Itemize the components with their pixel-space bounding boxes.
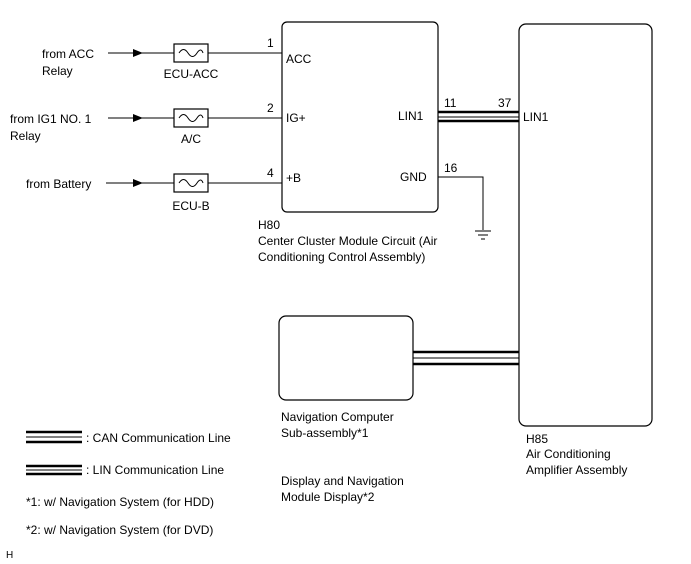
- ground-icon: [475, 230, 491, 240]
- amplifier-box: [518, 23, 653, 427]
- pin-label-acc: ACC: [286, 52, 312, 66]
- legend-lin-symbol: [26, 464, 82, 476]
- pin-label-ig: IG+: [286, 111, 306, 125]
- lin-communication-wire: [438, 110, 519, 123]
- pin-number-acc: 1: [267, 36, 274, 50]
- source-battery-label: from Battery: [26, 177, 91, 191]
- fuse-label: ECU-ACC: [164, 67, 219, 81]
- component-id: H80: [258, 218, 280, 232]
- legend: : CAN Communication Line : LIN Communica…: [26, 430, 231, 537]
- navigation-label: Navigation Computer Sub-assembly*1 Displ…: [281, 410, 407, 504]
- pin-number-amp-lin: 37: [498, 96, 512, 110]
- fuse-ecu-acc: ECU-ACC: [142, 43, 282, 81]
- component-name: Center Cluster Module Circuit (Air Condi…: [258, 234, 441, 264]
- center-cluster-module: 1 ACC 2 IG+ 4 +B LIN1 GND 11 16 H80 Cent…: [258, 21, 458, 264]
- pin-number-b: 4: [267, 166, 274, 180]
- pin-label-lin: LIN1: [398, 109, 424, 123]
- source-ig1-label: from IG1 NO. 1 Relay: [10, 112, 95, 143]
- air-conditioning-amplifier: 37 LIN1 H85 Air Conditioning Amplifier A…: [498, 23, 653, 477]
- legend-lin-label: : LIN Communication Line: [86, 463, 224, 477]
- corner-mark: H: [6, 550, 13, 561]
- footnote-1: *1: w/ Navigation System (for HDD): [26, 495, 214, 509]
- component-name: Air Conditioning Amplifier Assembly: [526, 447, 627, 477]
- pin-label-b: +B: [286, 171, 301, 185]
- pin-number-lin: 11: [444, 96, 457, 110]
- pin-number-gnd: 16: [444, 161, 458, 175]
- footnote-2: *2: w/ Navigation System (for DVD): [26, 523, 213, 537]
- component-id: H85: [526, 432, 548, 446]
- source-acc-label: from ACC Relay: [42, 47, 97, 78]
- fuse-label: A/C: [181, 132, 201, 146]
- navigation-box: [278, 315, 414, 401]
- fuse-label: ECU-B: [172, 199, 209, 213]
- pin-label-amp-lin: LIN1: [523, 110, 549, 124]
- legend-can-symbol: [26, 430, 82, 444]
- ground-connection: [438, 176, 491, 240]
- fuse-ac: A/C: [142, 108, 282, 146]
- pin-number-ig: 2: [267, 101, 274, 115]
- can-communication-wire: [413, 350, 519, 366]
- fuse-ecu-b: ECU-B: [142, 173, 282, 213]
- legend-can-label: : CAN Communication Line: [86, 431, 231, 445]
- navigation-module: Navigation Computer Sub-assembly*1 Displ…: [278, 315, 414, 504]
- pin-label-gnd: GND: [400, 170, 427, 184]
